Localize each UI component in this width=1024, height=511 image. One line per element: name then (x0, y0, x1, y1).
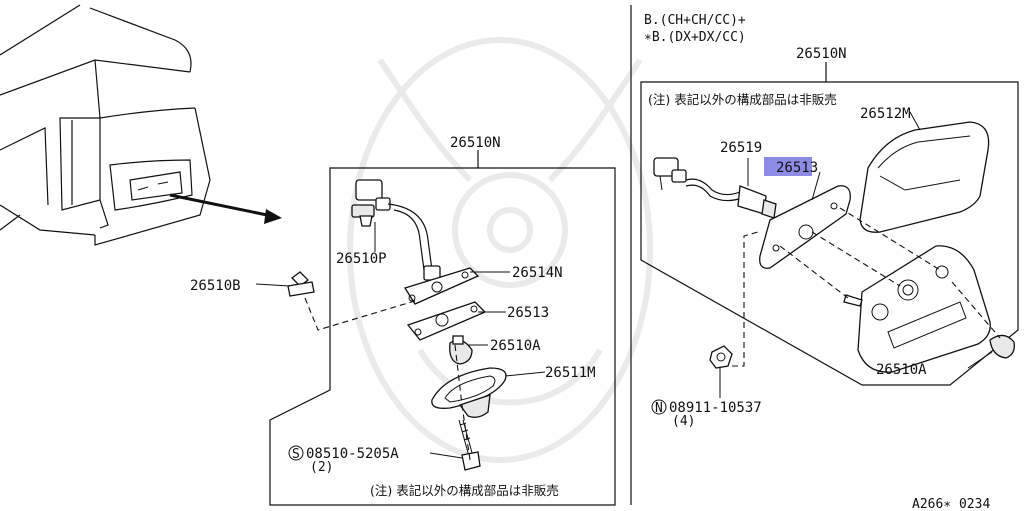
label-26512M: 26512M (860, 106, 911, 122)
gasket-26513 (406, 301, 487, 341)
fitment-line-right-2 (779, 245, 849, 299)
right-panel-frame (640, 81, 1019, 386)
label-screw-part: 08510-5205A (306, 446, 399, 462)
label-assembly-26510N-left: 26510N (450, 135, 501, 151)
nut-08911 (709, 345, 733, 369)
nut-symbol-circle (651, 399, 667, 415)
leader-26510A-right (967, 351, 993, 369)
left-panel-frame (269, 150, 616, 506)
label-screw-qty: (2) (310, 460, 333, 475)
right-header-line1: B.(CH+CH/CC)+ (644, 13, 746, 28)
label-26511M: 26511M (545, 365, 596, 381)
note-right: (注) 表記以外の構成部品は非販売 (648, 92, 837, 107)
fitment-line-right-1 (732, 231, 759, 367)
label-26514N: 26514N (512, 265, 563, 281)
socket-harness-26510P (351, 179, 441, 281)
label-nut-part: 08911-10537 (669, 400, 762, 416)
right-header-line2: ∗B.(DX+DX/CC) (644, 30, 746, 45)
screw-symbol: S (292, 447, 300, 462)
bulb-26510A (449, 335, 473, 365)
lens-26512M (859, 111, 990, 233)
fitment-line-left (304, 297, 419, 331)
label-26510A-right: 26510A (876, 362, 927, 378)
fitment-line-right-5 (951, 281, 1001, 339)
label-assembly-26510N-right: 26510N (796, 46, 847, 62)
callout-arrow (169, 193, 282, 224)
watermark-emblem (347, 37, 653, 463)
screw-08510 (458, 419, 481, 471)
socket-harness-26519 (653, 157, 777, 219)
footer-code: A266∗ 0234 (912, 497, 990, 511)
nut-symbol: N (655, 401, 663, 416)
label-26510P: 26510P (336, 251, 387, 267)
label-26513-right: 26513 (776, 160, 818, 176)
label-26519: 26519 (720, 140, 762, 156)
label-nut-qty: (4) (672, 414, 695, 429)
screw-symbol-circle (288, 445, 304, 461)
bulb-26510A-right (989, 334, 1015, 359)
fitment-line-right-3 (811, 231, 901, 287)
label-26513-left: 26513 (507, 305, 549, 321)
gasket-26513-right (759, 171, 851, 269)
vehicle-rear-illustration (0, 4, 211, 246)
part-highlight (764, 157, 812, 176)
fitment-line-left-axis (454, 344, 471, 461)
label-26510A-left: 26510A (490, 338, 541, 354)
left-leader-lines (255, 246, 546, 459)
lens-housing-26511M (431, 367, 507, 418)
bracket-26514N (404, 267, 480, 305)
clip-26510B (287, 271, 315, 297)
note-left: (注) 表記以外の構成部品は非販売 (370, 483, 559, 498)
label-26510B: 26510B (190, 278, 241, 294)
housing-right (843, 245, 991, 373)
